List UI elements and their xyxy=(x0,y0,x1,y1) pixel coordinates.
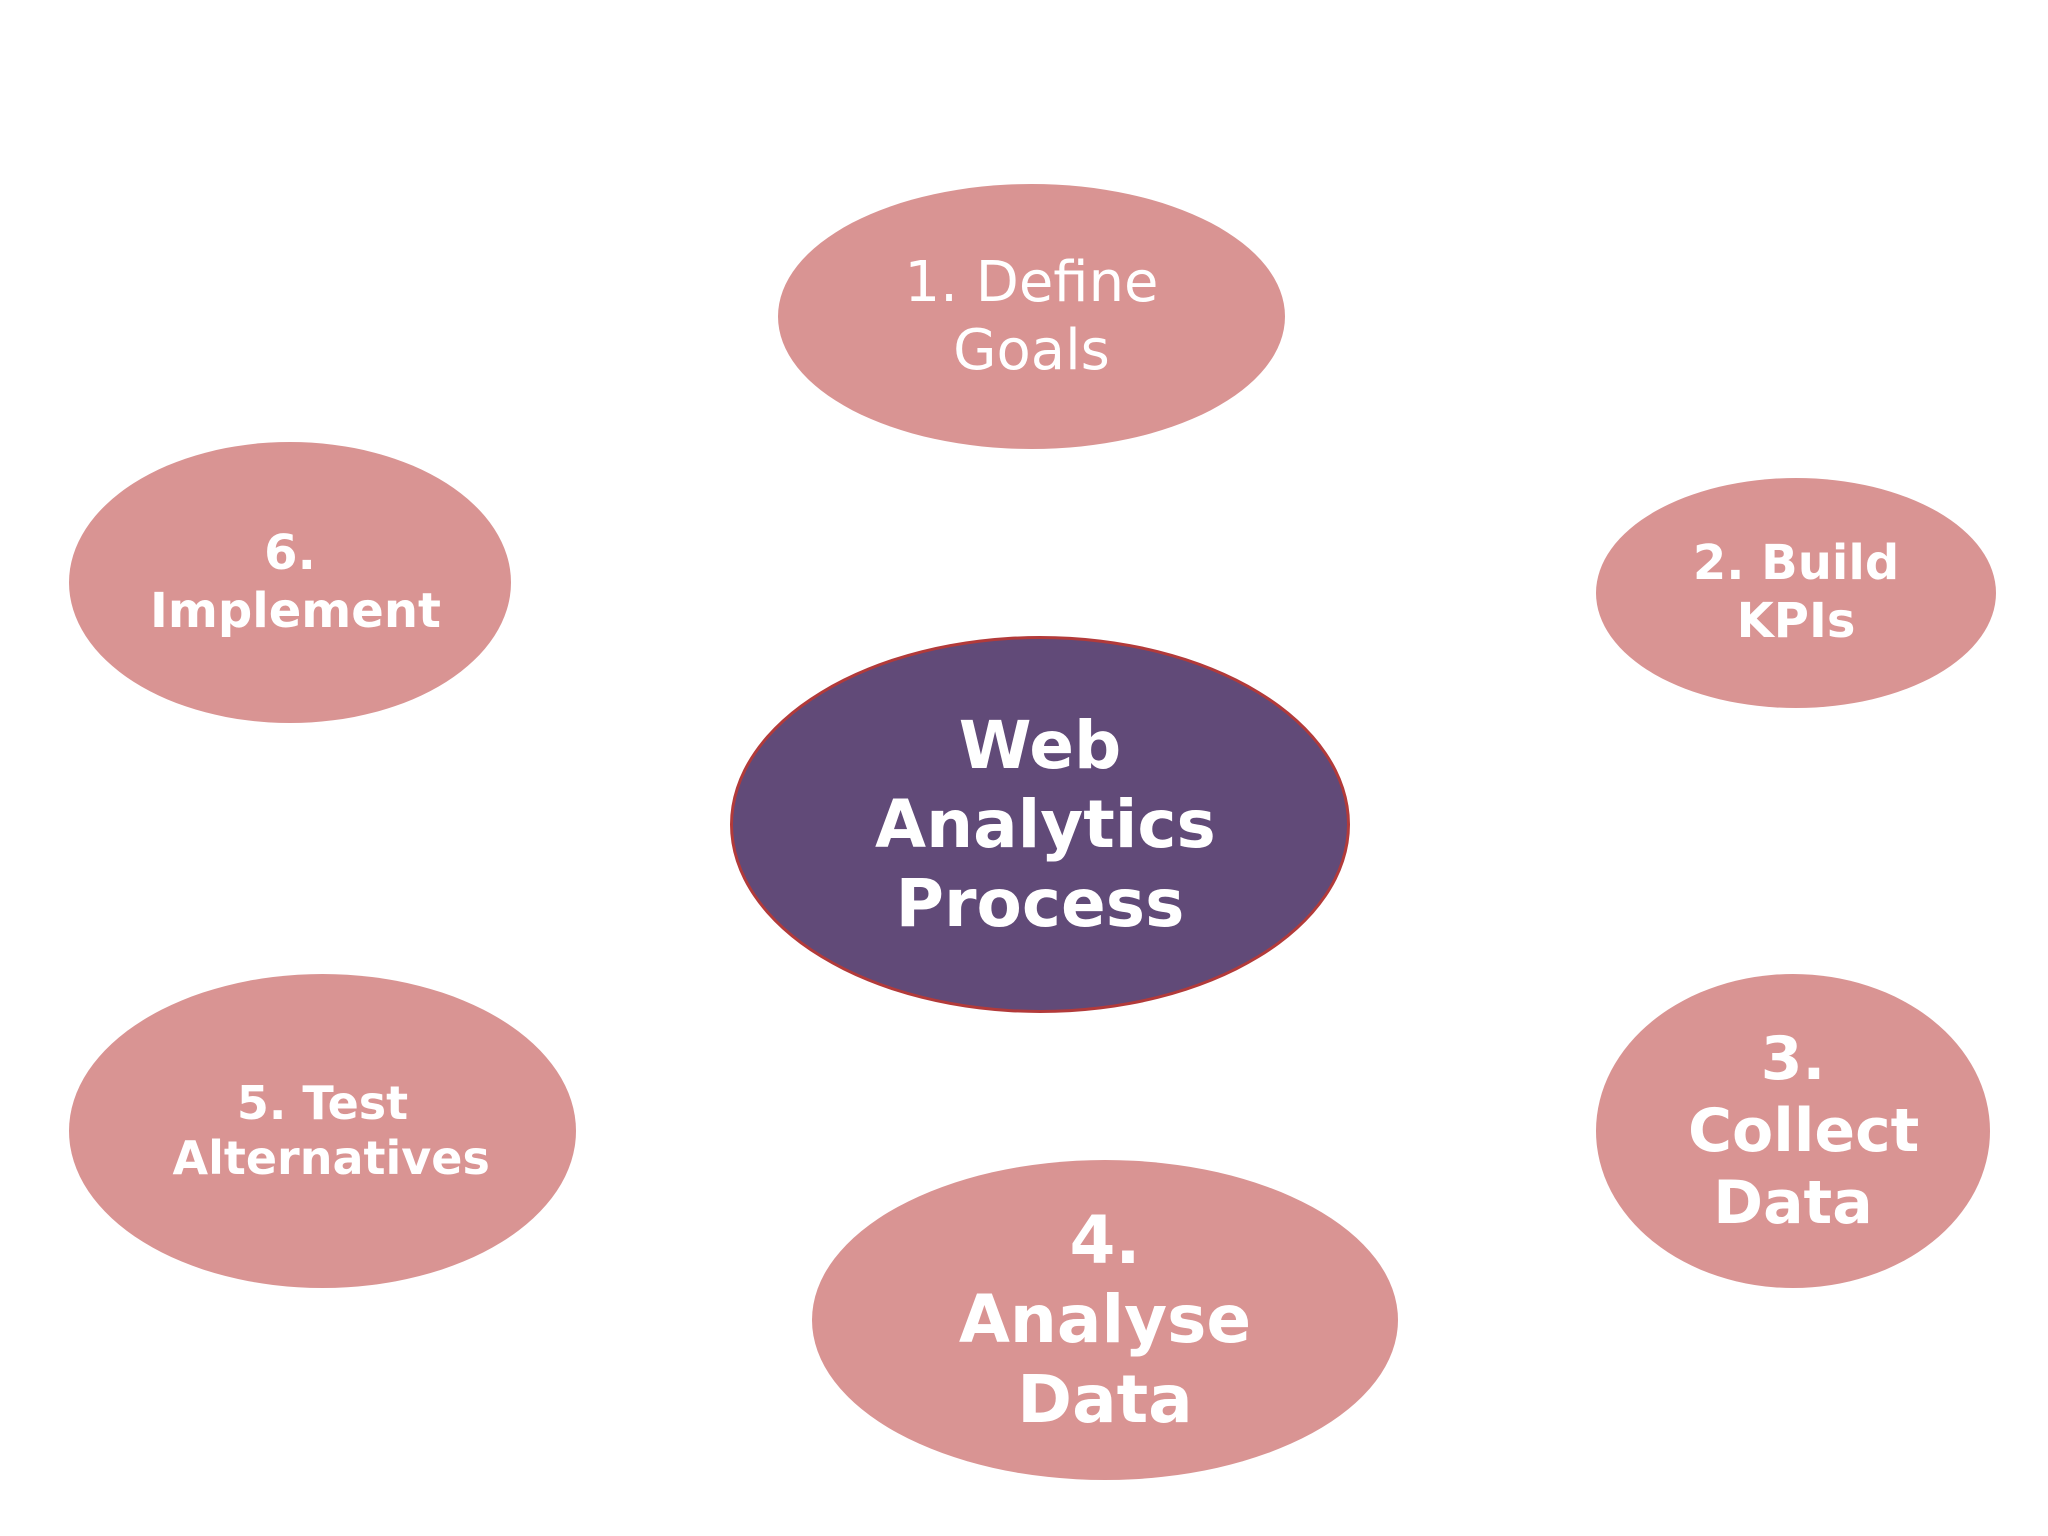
step-implement: 6. Implement xyxy=(69,442,511,723)
center-label: Web Analytics Process xyxy=(875,706,1216,943)
step-analyse-data: 4. Analyse Data xyxy=(812,1160,1398,1480)
step-analyse-data-label: 4. Analyse Data xyxy=(958,1202,1252,1438)
step-define-goals: 1. Define Goals xyxy=(778,184,1285,449)
step-collect-data-label: 3. Collect Data xyxy=(1688,1024,1920,1238)
step-implement-label: 6. Implement xyxy=(150,524,441,639)
step-build-kpis: 2. Build KPIs xyxy=(1596,478,1996,708)
center-web-analytics-process: Web Analytics Process xyxy=(730,636,1350,1013)
step-test-alternatives: 5. Test Alternatives xyxy=(69,974,576,1288)
step-test-alternatives-label: 5. Test Alternatives xyxy=(172,1075,490,1185)
step-define-goals-label: 1. Define Goals xyxy=(904,250,1159,383)
step-collect-data: 3. Collect Data xyxy=(1596,974,1990,1288)
step-build-kpis-label: 2. Build KPIs xyxy=(1692,535,1900,649)
